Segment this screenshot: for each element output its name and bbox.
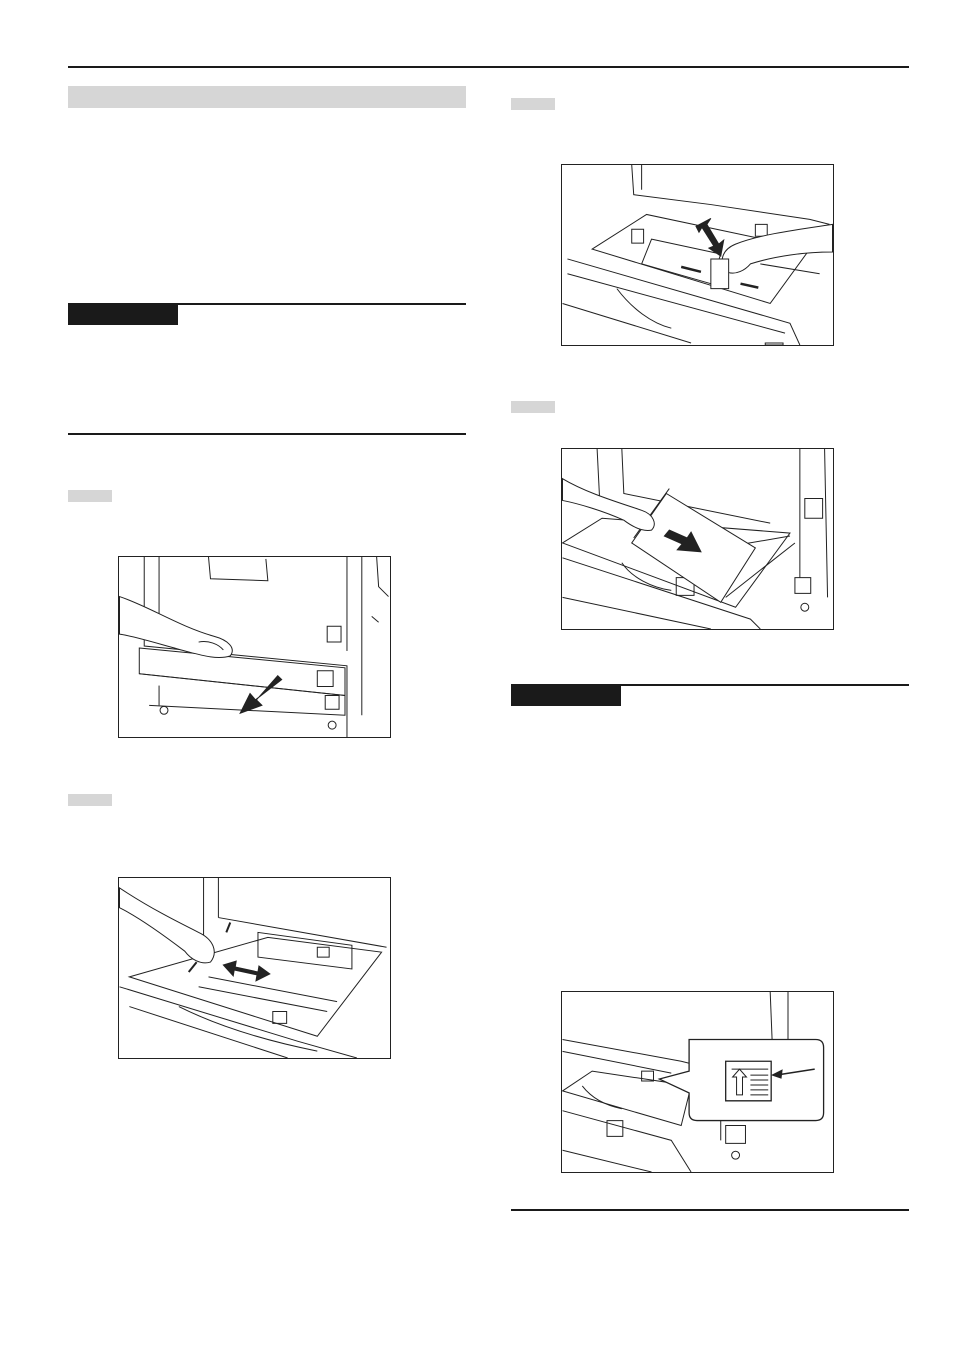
- caution-rule-top: [68, 303, 466, 305]
- drawer-icon: [120, 878, 387, 1058]
- double-arrow-icon: [189, 923, 270, 981]
- header-rule: [68, 66, 909, 68]
- step-tag-2: [68, 794, 112, 806]
- figure-paper-insert: [561, 448, 834, 630]
- arrow-icon: [240, 676, 282, 714]
- hand-icon: [120, 597, 233, 658]
- step-tag-4: [511, 401, 555, 413]
- caution-rule-bottom: [68, 433, 466, 435]
- printer-body-icon: [139, 557, 388, 737]
- hand-icon: [563, 479, 655, 531]
- label-callout-icon: [659, 1039, 823, 1120]
- figure-width-guide-adjust: [561, 164, 834, 346]
- caution-rule-bottom-2: [511, 1209, 909, 1211]
- hand-icon: [120, 888, 215, 963]
- step-tag-3: [511, 98, 555, 110]
- section-heading-bar: [68, 86, 466, 108]
- figure-drawer-pull-out: [118, 556, 391, 738]
- caution-tag: [68, 305, 178, 325]
- caution-tag-2: [511, 686, 621, 706]
- figure-length-guide-adjust: [118, 877, 391, 1059]
- double-arrow-icon: [681, 218, 758, 287]
- drawer-icon: [563, 165, 830, 345]
- step-tag-1: [68, 490, 112, 502]
- caution-rule-top-2: [511, 684, 909, 686]
- pointer-arrow-icon: [772, 1069, 815, 1078]
- figure-paper-size-label: [561, 991, 834, 1173]
- printer-body-icon: [563, 449, 828, 629]
- hand-icon: [711, 224, 833, 288]
- arrow-icon: [664, 530, 701, 552]
